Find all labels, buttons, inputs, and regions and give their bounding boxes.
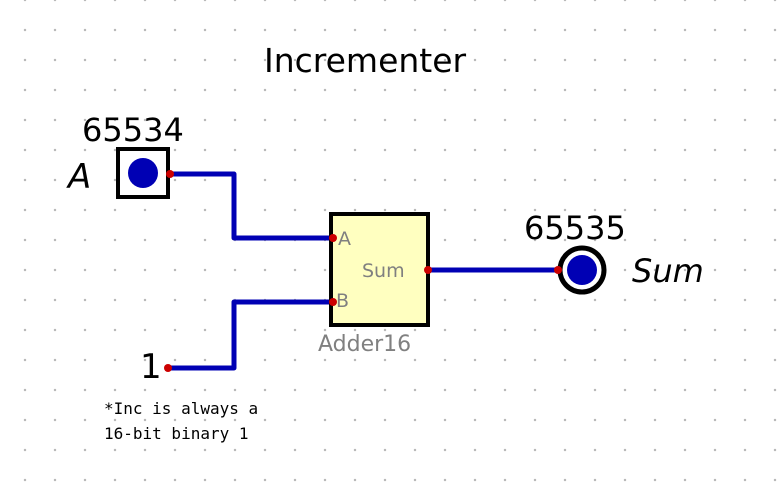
input-pin-a-led: [128, 158, 158, 188]
note-line-1: *Inc is always a: [104, 399, 259, 418]
wire-const-to-adder: [168, 299, 333, 371]
adder-port-b-label: B: [336, 290, 350, 312]
input-a-value: 65534: [82, 111, 184, 149]
adder-port-a-label: A: [338, 228, 351, 250]
connection-dot-const: [164, 364, 172, 372]
input-a-label: A: [68, 157, 92, 197]
connection-dot-adder-sum: [424, 266, 432, 274]
circuit-title: Incrementer: [264, 41, 467, 80]
output-sum-label: Sum: [632, 252, 704, 290]
connection-dot-adder-b: [329, 298, 337, 306]
connection-dot-adder-a: [329, 234, 337, 242]
connection-dot-a-out: [166, 170, 174, 178]
note-line-2: 16-bit binary 1: [104, 424, 249, 443]
wire-a-to-adder: [170, 171, 333, 241]
constant-one[interactable]: 1: [140, 347, 162, 387]
adder-port-sum-label: Sum: [362, 260, 405, 282]
output-pin-sum-led: [567, 255, 597, 285]
output-sum-value: 65535: [524, 209, 626, 247]
adder-chip-name: Adder16: [318, 332, 412, 357]
connection-dot-sum-in: [554, 266, 562, 274]
